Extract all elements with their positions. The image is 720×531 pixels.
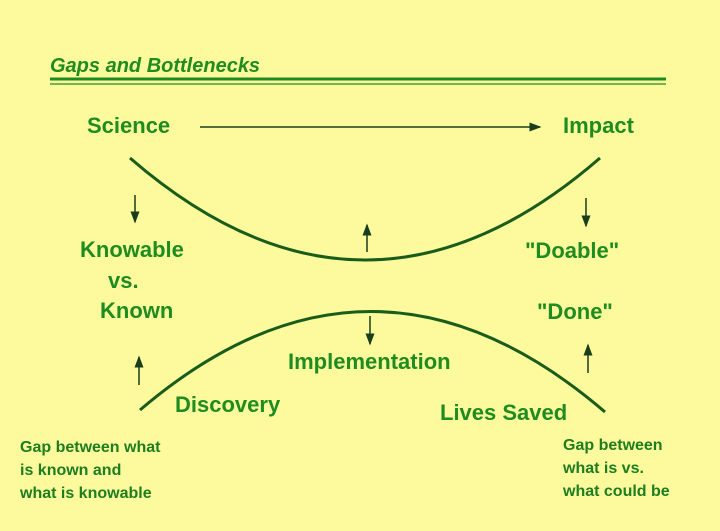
label-impact: Impact [563, 113, 634, 138]
note-left-line: is known and [20, 462, 122, 479]
slide-title: Gaps and Bottlenecks [50, 55, 261, 77]
label-known: Known [100, 298, 174, 323]
note-right-line: Gap between [563, 437, 663, 454]
note-left-line: Gap between what [20, 439, 161, 456]
label-done: "Done" [537, 299, 613, 324]
label-knowable: Knowable [80, 237, 184, 262]
note-right-line: what could be [563, 483, 670, 500]
label-implementation: Implementation [288, 349, 451, 374]
note-left: Gap between what is known and what is kn… [20, 436, 160, 505]
label-doable: "Doable" [525, 238, 620, 263]
note-right-line: what is vs. [563, 460, 644, 477]
label-vs: vs. [108, 268, 139, 293]
note-right: Gap between what is vs. what could be [563, 434, 670, 503]
label-science: Science [87, 113, 171, 138]
lower-curve [139, 310, 606, 414]
label-lives-saved: Lives Saved [440, 400, 568, 425]
note-left-line: what is knowable [20, 485, 152, 502]
label-discovery: Discovery [175, 392, 281, 417]
upper-curve [129, 156, 601, 262]
